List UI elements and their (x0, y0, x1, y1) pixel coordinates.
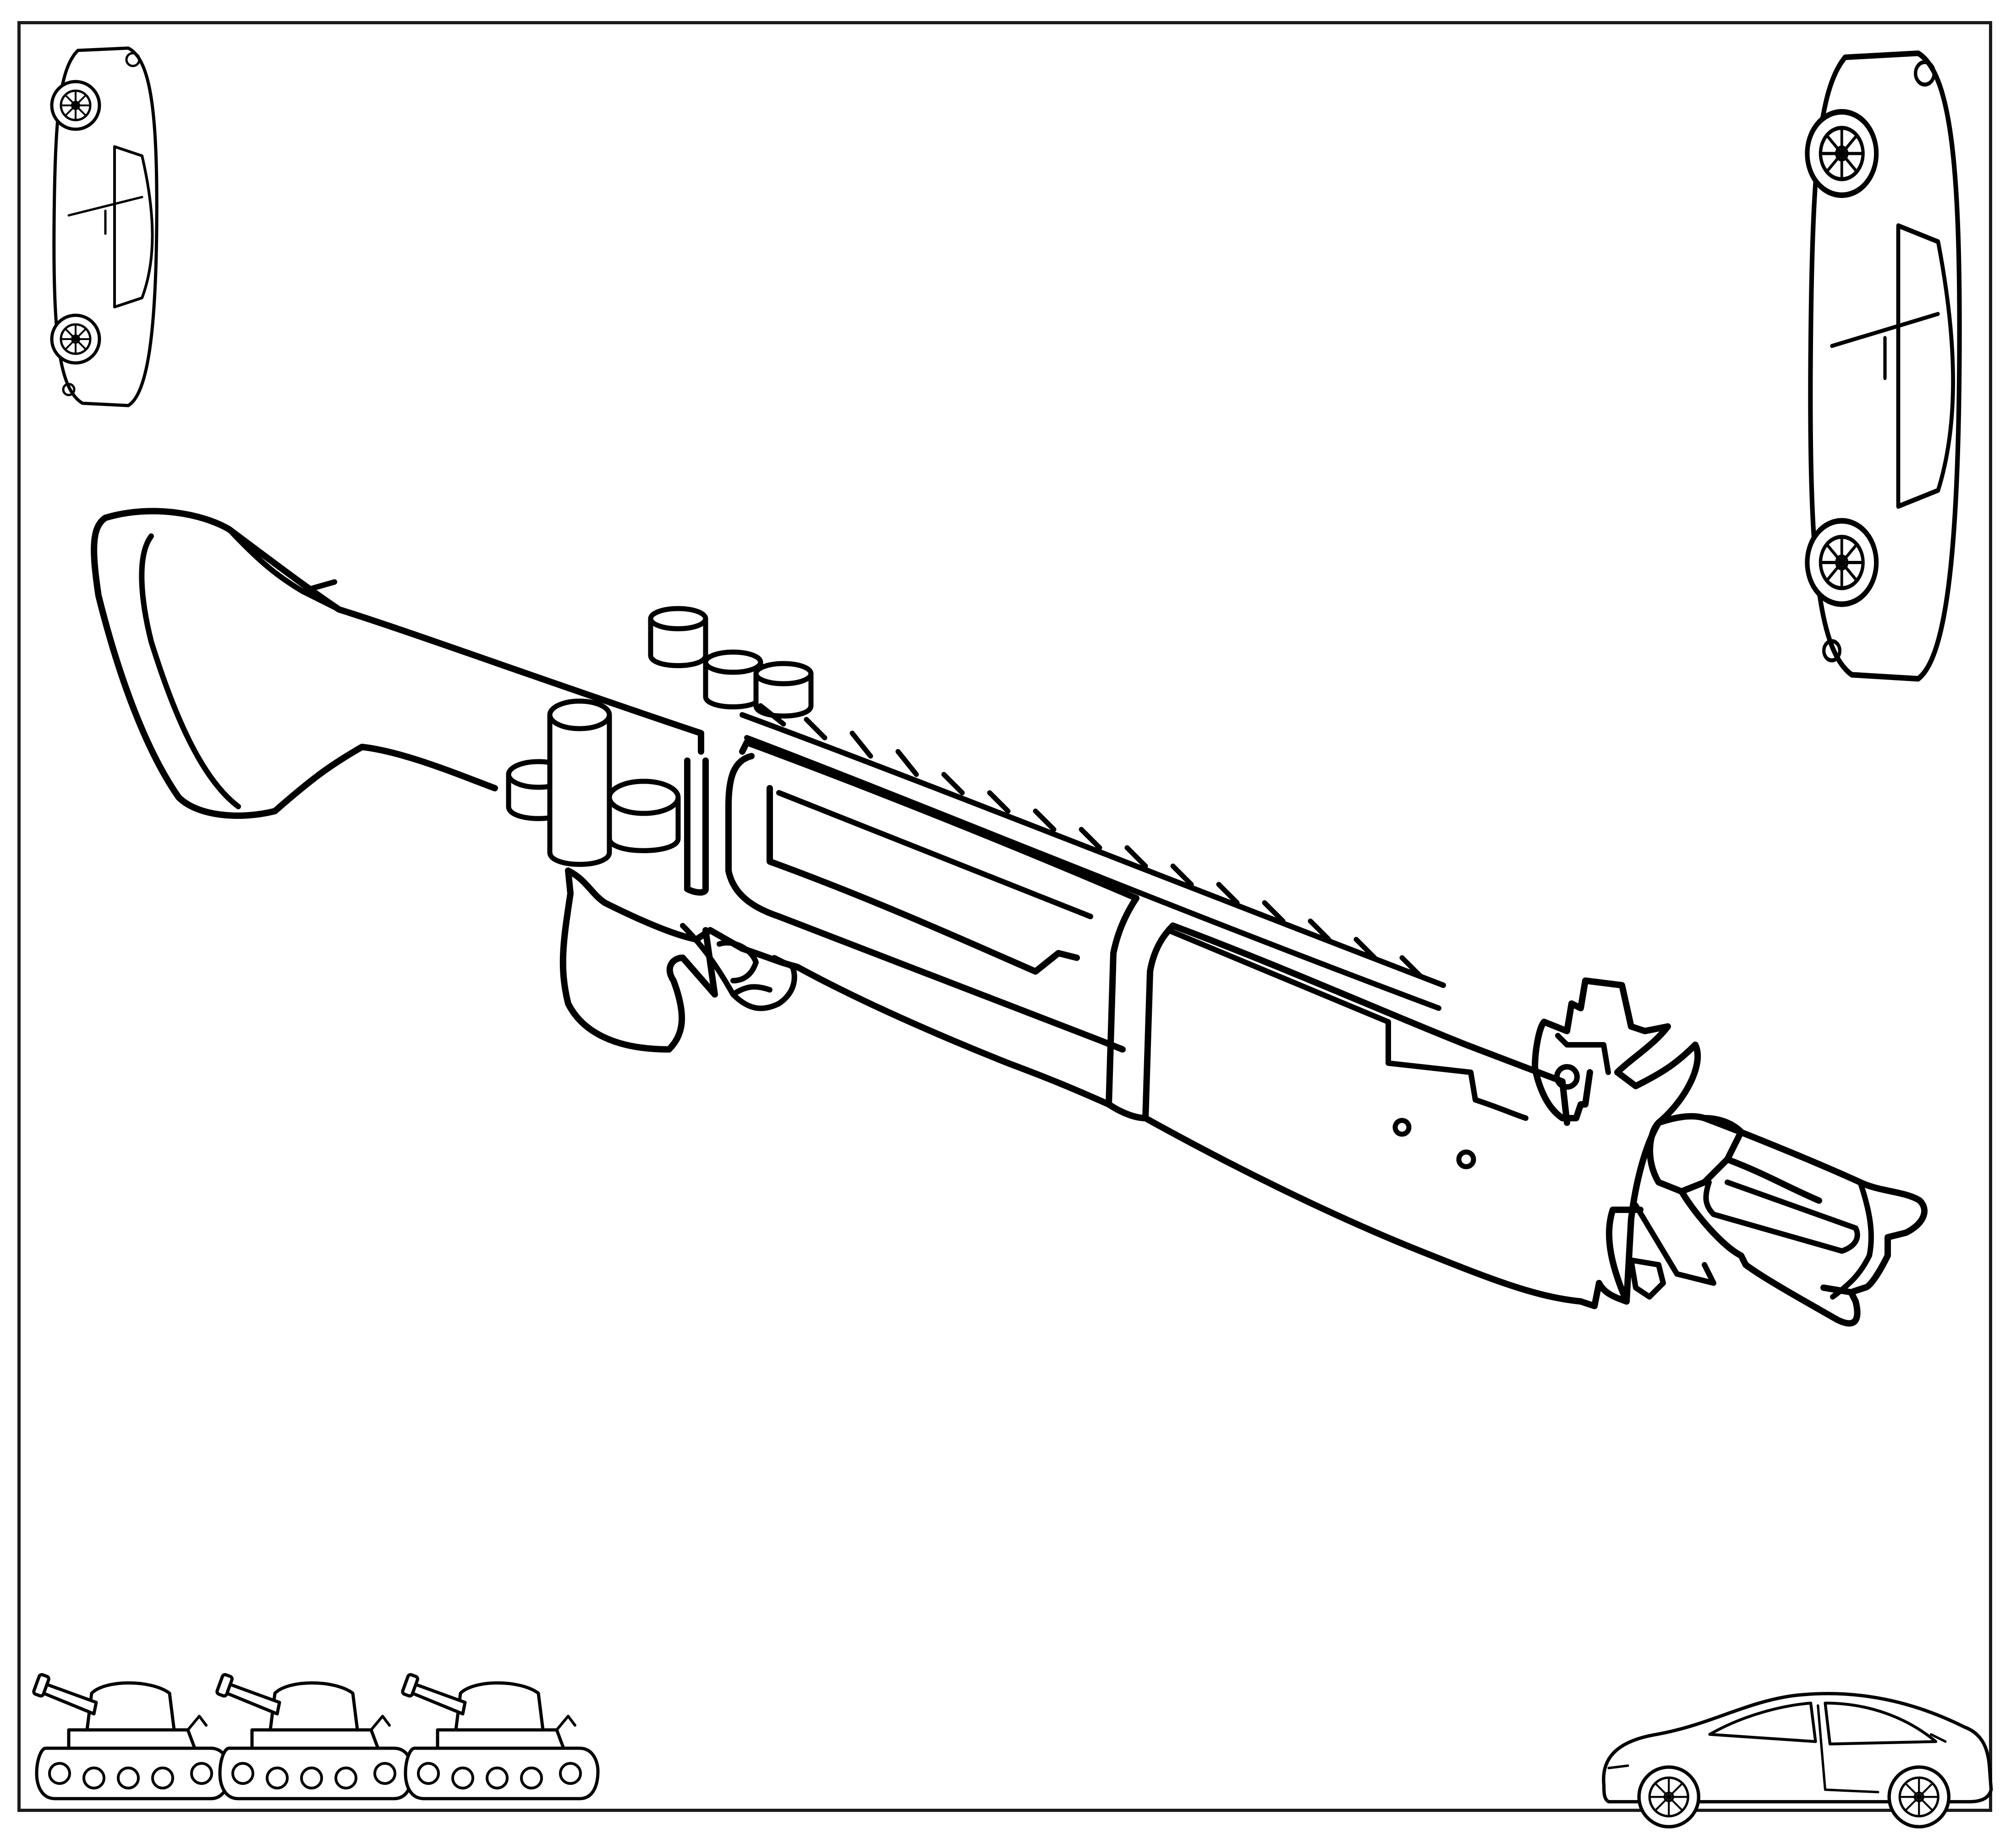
shotgun-shells (506, 606, 814, 867)
shotgun-pistol-grip (559, 867, 718, 1053)
shotgun-screw (1456, 1149, 1476, 1169)
shotgun-trigger-guard (680, 923, 797, 1011)
coupe-side-view-icon (1604, 1694, 1991, 1827)
tank-icon (216, 1674, 412, 1799)
tank-icon (33, 1674, 229, 1799)
shotgun-forend (725, 753, 1126, 1053)
page-border (17, 21, 1992, 1812)
shotgun-front-sight (1532, 977, 1698, 1089)
shotgun-top-rail (740, 703, 1446, 1011)
shotgun-outline-icon (91, 508, 1928, 1327)
shotgun-receiver (565, 867, 1112, 1108)
sedan-top-view-icon (1807, 53, 1959, 679)
shotgun-barrel-band (1106, 895, 1176, 1121)
tank-icon (402, 1674, 598, 1799)
sedan-top-view-icon (52, 48, 157, 406)
shotgun-screw (1392, 1118, 1412, 1137)
